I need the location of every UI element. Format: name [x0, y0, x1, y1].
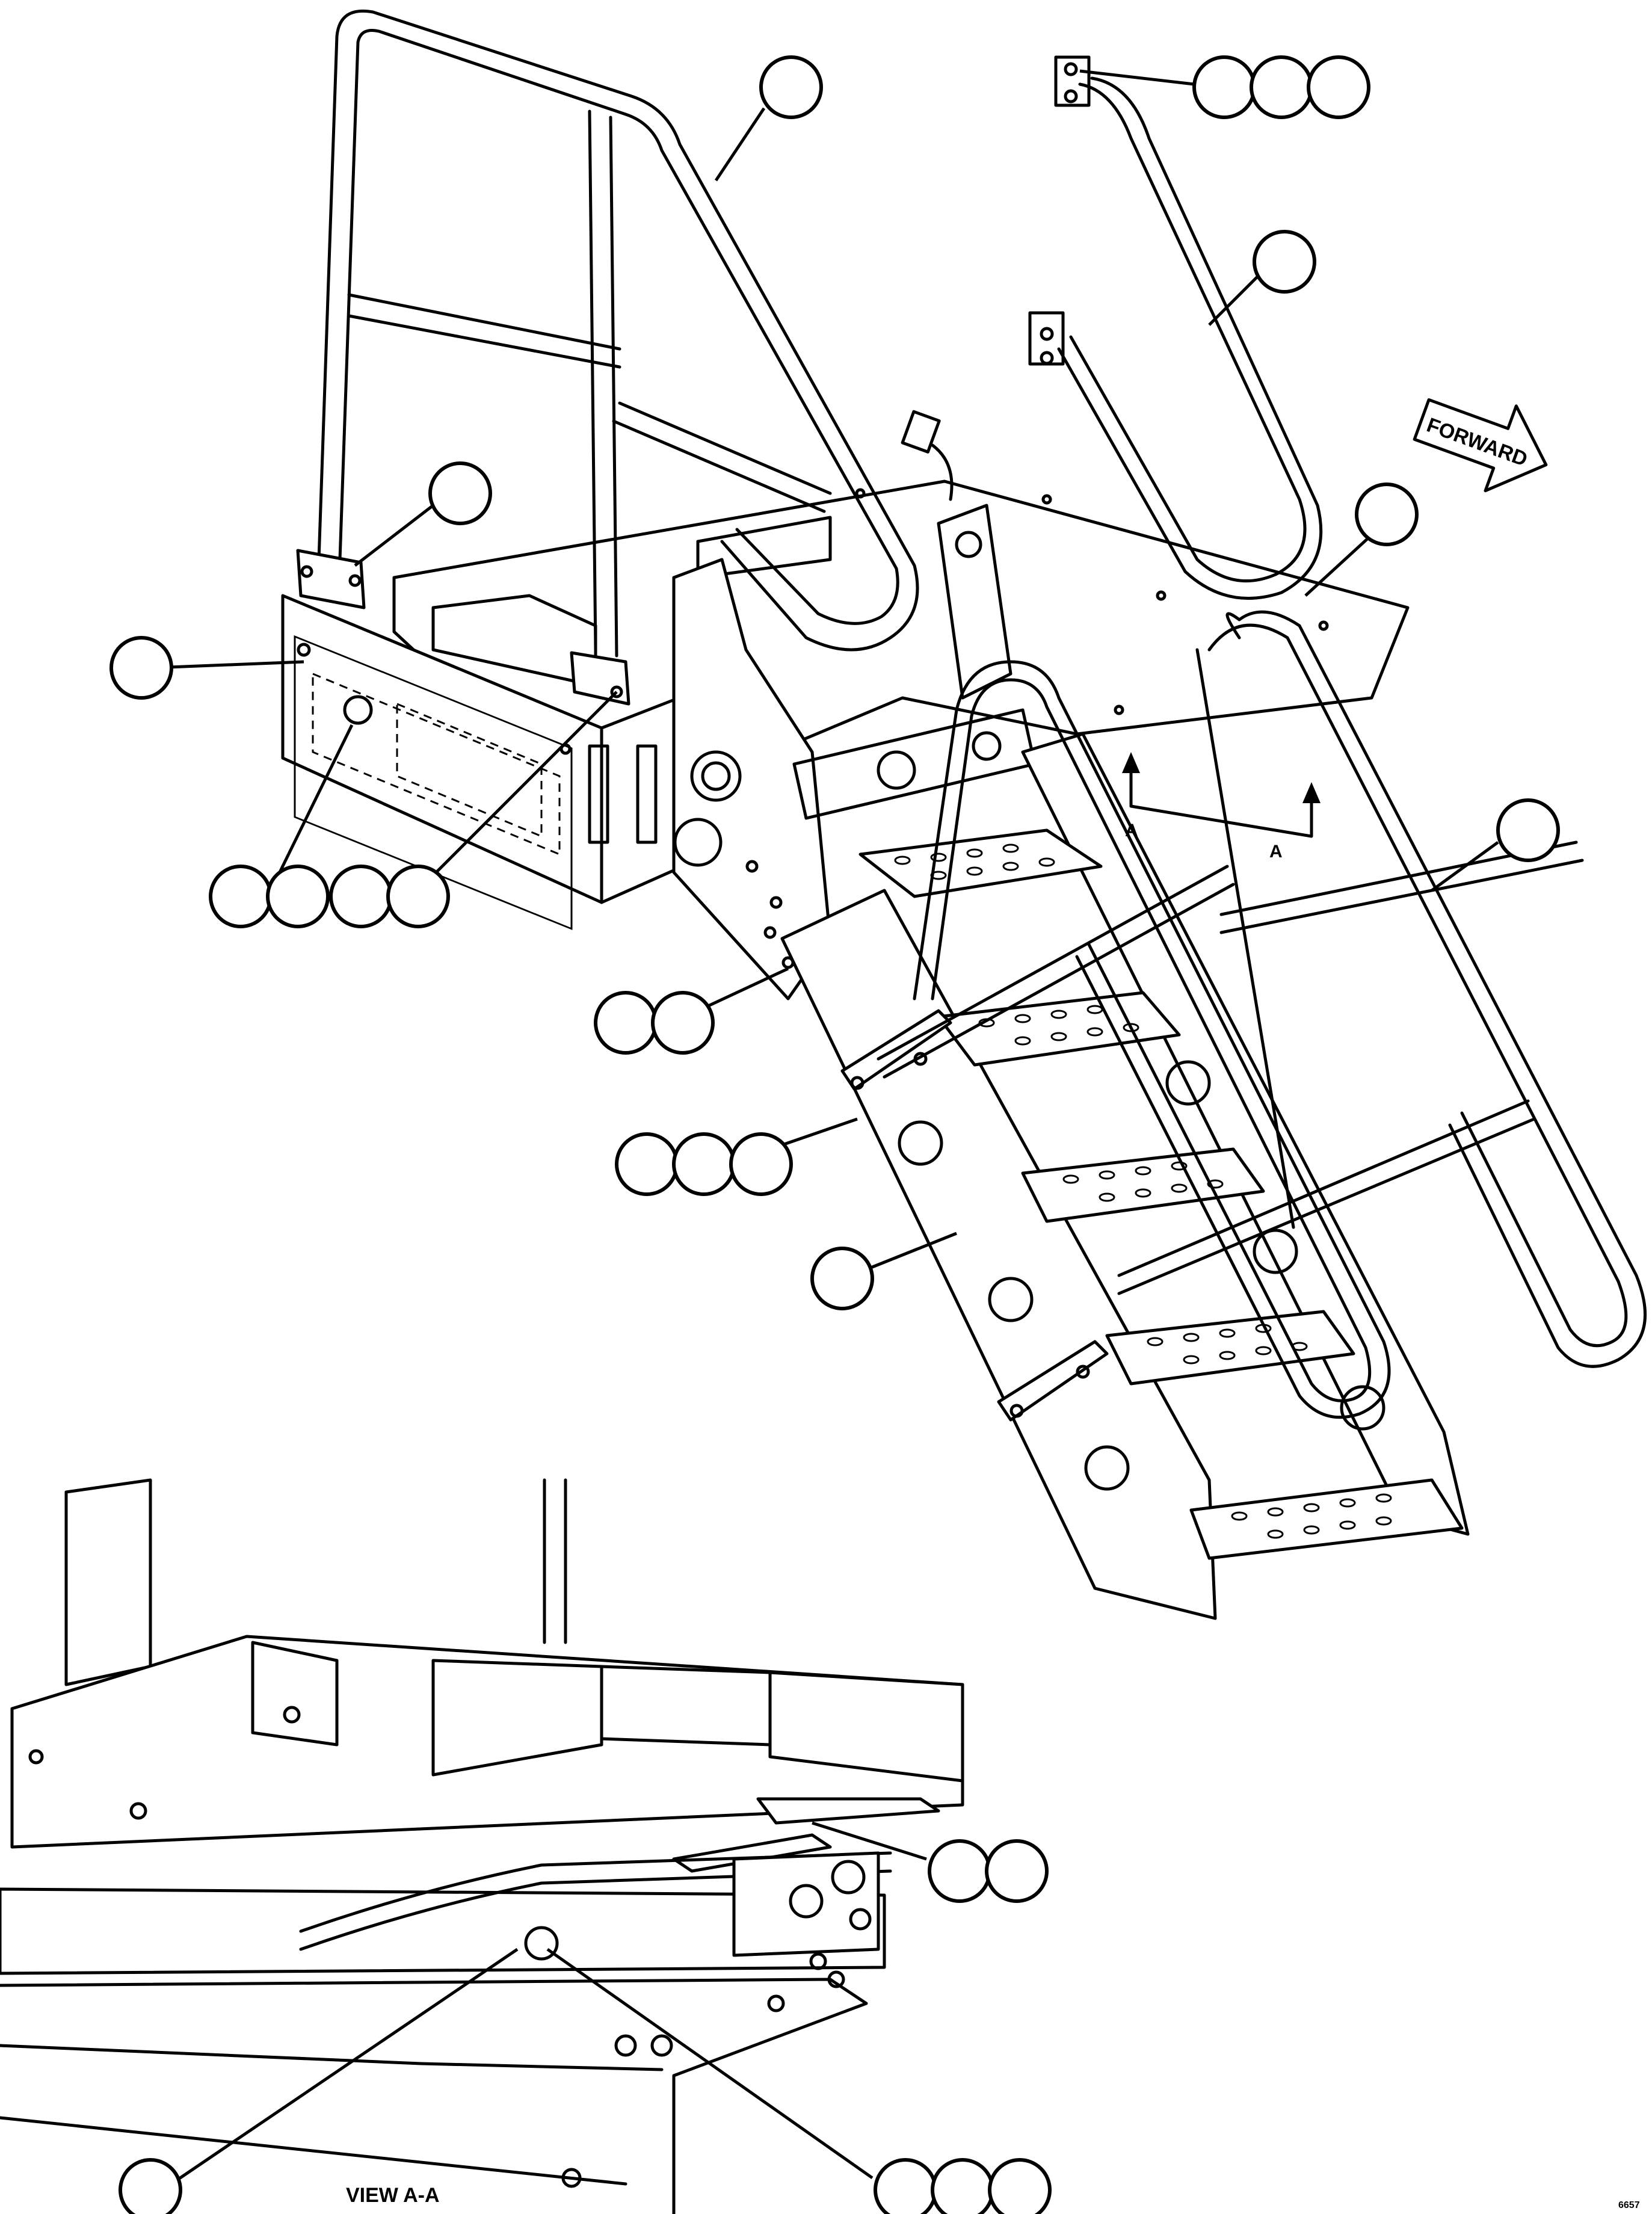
callout-bubble: [672, 1132, 736, 1196]
left-handrail: [296, 9, 919, 706]
callout-bubble: [266, 865, 330, 928]
callout-bubble: [615, 1132, 679, 1196]
callout-bubble: [759, 55, 823, 119]
hinge-bracket: [672, 504, 1037, 1001]
callout-bubble: [651, 991, 715, 1055]
callout-bubble: [386, 865, 450, 928]
callout-bubble: [1355, 483, 1419, 546]
callout-bubble: [1250, 55, 1313, 119]
callout-bubble: [1192, 55, 1256, 119]
callout-bubble: [985, 1839, 1049, 1903]
callout-group: [109, 55, 1560, 2214]
callout-bubble: [119, 2158, 182, 2214]
callout-bubble: [931, 2158, 994, 2214]
leader-lines: [153, 69, 1499, 2192]
callout-bubble: [1307, 55, 1370, 119]
callout-bubble: [729, 1132, 793, 1196]
callout-bubble: [209, 865, 273, 928]
callout-bubble: [329, 865, 393, 928]
stair-handrails: [877, 610, 1647, 1419]
callout-bubble: [594, 991, 658, 1055]
section-label-left: A: [1125, 821, 1138, 840]
section-a-a-marker: A A: [1122, 752, 1321, 862]
callout-bubble: [1496, 798, 1560, 862]
callout-bubble: [928, 1839, 991, 1903]
upper-right-handrail: [901, 55, 1323, 600]
section-label-right: A: [1269, 842, 1283, 862]
platform-box: [281, 479, 1410, 930]
view-label: VIEW A-A: [346, 2184, 440, 2207]
callout-bubble: [874, 2158, 937, 2214]
sheet-code: 6657: [1618, 2200, 1640, 2210]
callout-bubble: [1253, 230, 1316, 294]
view-a-a-detail: VIEW A-A: [0, 1478, 964, 2214]
callout-bubble: [810, 1247, 874, 1310]
callout-bubble: [428, 461, 492, 525]
forward-arrow: FORWARD: [1413, 398, 1548, 493]
callout-bubble: [988, 2158, 1052, 2214]
callout-bubble: [109, 636, 173, 700]
